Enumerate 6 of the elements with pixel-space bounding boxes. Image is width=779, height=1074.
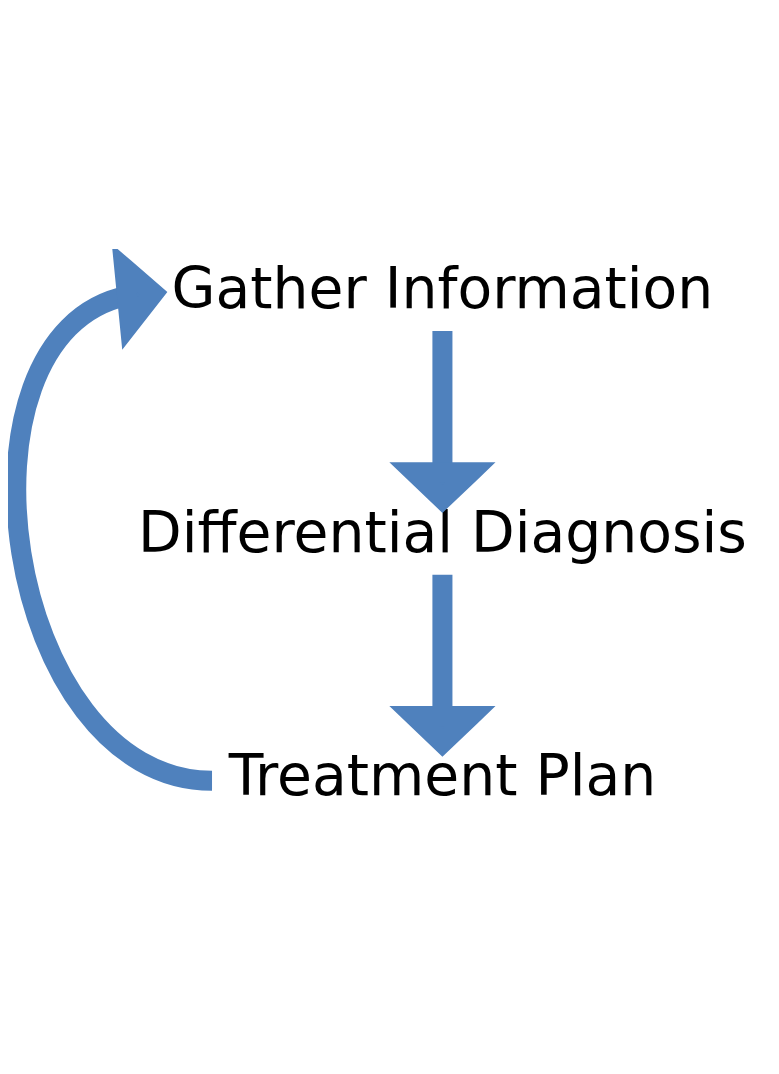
arrow <box>389 574 496 757</box>
node-text: Gather Information <box>171 254 714 321</box>
arrow <box>389 330 496 513</box>
node-text: Treatment Plan <box>228 742 657 809</box>
node-text: Differential Diagnosis <box>137 498 747 565</box>
arrow <box>8 249 214 791</box>
